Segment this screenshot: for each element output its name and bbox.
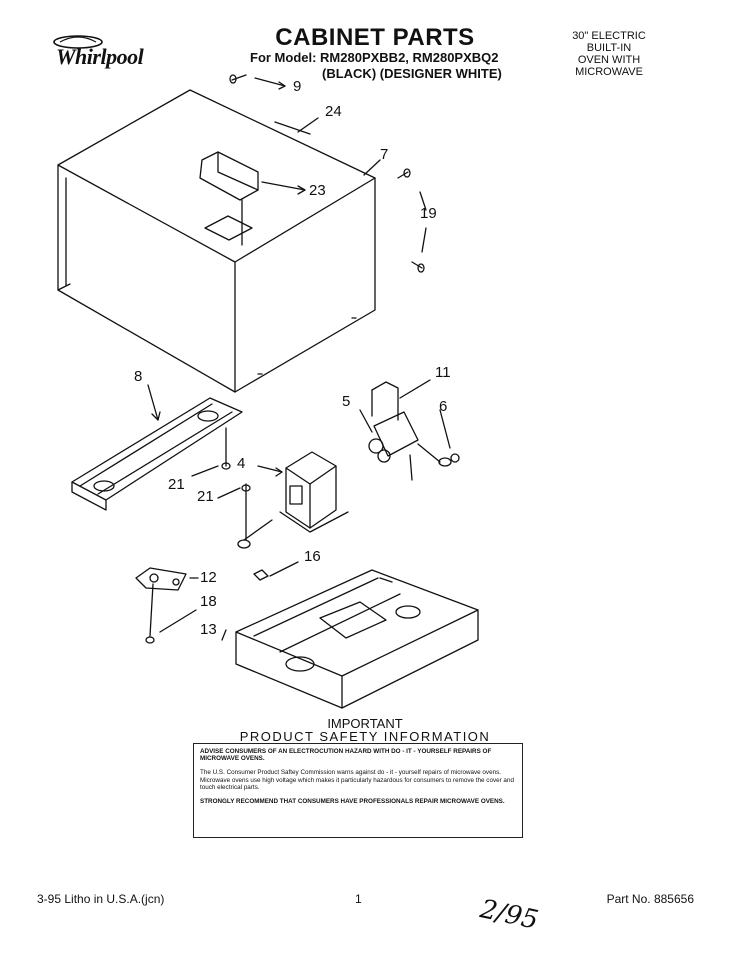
callout-4: 4 xyxy=(237,455,246,472)
model-line: For Model: RM280PXBB2, RM280PXBQ2 xyxy=(250,50,499,65)
page-title: CABINET PARTS xyxy=(275,24,475,51)
callout-7: 7 xyxy=(380,146,389,163)
callout-24: 24 xyxy=(325,103,342,120)
parts-diagram xyxy=(57,74,479,709)
product-type-line: BUILT-IN xyxy=(586,42,632,54)
cabinet-wrapper-part xyxy=(57,89,376,393)
callout-11: 11 xyxy=(435,364,451,381)
bracket-part-12 xyxy=(135,567,199,637)
callout-19: 19 xyxy=(420,205,437,222)
screw-part-9 xyxy=(229,74,286,90)
screw-part-19 xyxy=(397,168,427,273)
callout-9: 9 xyxy=(293,78,302,95)
product-type-line: 30" ELECTRIC xyxy=(572,30,646,42)
important-subheading: PRODUCT SAFETY INFORMATION xyxy=(239,729,491,744)
page-number: 1 xyxy=(355,892,362,906)
safety-information-box: ADVISE CONSUMERS OF AN ELECTROCUTION HAZ… xyxy=(193,743,523,838)
base-pan-part-13 xyxy=(221,569,479,709)
important-heading: IMPORTANT xyxy=(327,716,403,731)
safety-paragraph: STRONGLY RECOMMEND THAT CONSUMERS HAVE P… xyxy=(200,798,505,806)
screw-part-18 xyxy=(145,609,197,644)
product-type-line: OVEN WITH xyxy=(577,54,641,66)
capacitor-part-5 xyxy=(359,379,460,481)
bracket-part-23 xyxy=(199,151,306,246)
safety-paragraph: The U.S. Consumer Product Saftey Commiss… xyxy=(200,769,514,791)
callout-18: 18 xyxy=(200,593,217,610)
important-notice: IMPORTANT PRODUCT SAFETY INFORMATION xyxy=(0,717,730,743)
callout-5: 5 xyxy=(342,393,351,410)
part-number: Part No. 885656 xyxy=(606,892,694,906)
strip-part-24 xyxy=(274,117,319,135)
safety-paragraph: ADVISE CONSUMERS OF AN ELECTROCUTION HAZ… xyxy=(200,748,492,763)
callout-6: 6 xyxy=(439,398,448,415)
finish-line: (BLACK) (DESIGNER WHITE) xyxy=(322,66,502,81)
product-type: 30" ELECTRIC BUILT-IN OVEN WITH MICROWAV… xyxy=(554,30,664,78)
callout-21: 21 xyxy=(197,488,214,505)
callout-8: 8 xyxy=(134,368,143,385)
callout-23: 23 xyxy=(309,182,326,199)
print-info: 3-95 Litho in U.S.A.(jcn) xyxy=(37,892,165,906)
brand-name: Whirlpool xyxy=(56,44,144,69)
callout-21: 21 xyxy=(168,476,185,493)
callout-12: 12 xyxy=(200,569,217,586)
callout-16: 16 xyxy=(304,548,321,565)
handwritten-date: 2/95 xyxy=(477,894,541,936)
screw-part-21 xyxy=(191,427,251,549)
rail-part-8 xyxy=(71,384,243,511)
stud-part-16 xyxy=(253,561,299,581)
callout-13: 13 xyxy=(200,621,217,638)
whirlpool-logo xyxy=(53,35,103,49)
transformer-part-4 xyxy=(243,451,349,541)
product-type-line: MICROWAVE xyxy=(575,66,643,78)
